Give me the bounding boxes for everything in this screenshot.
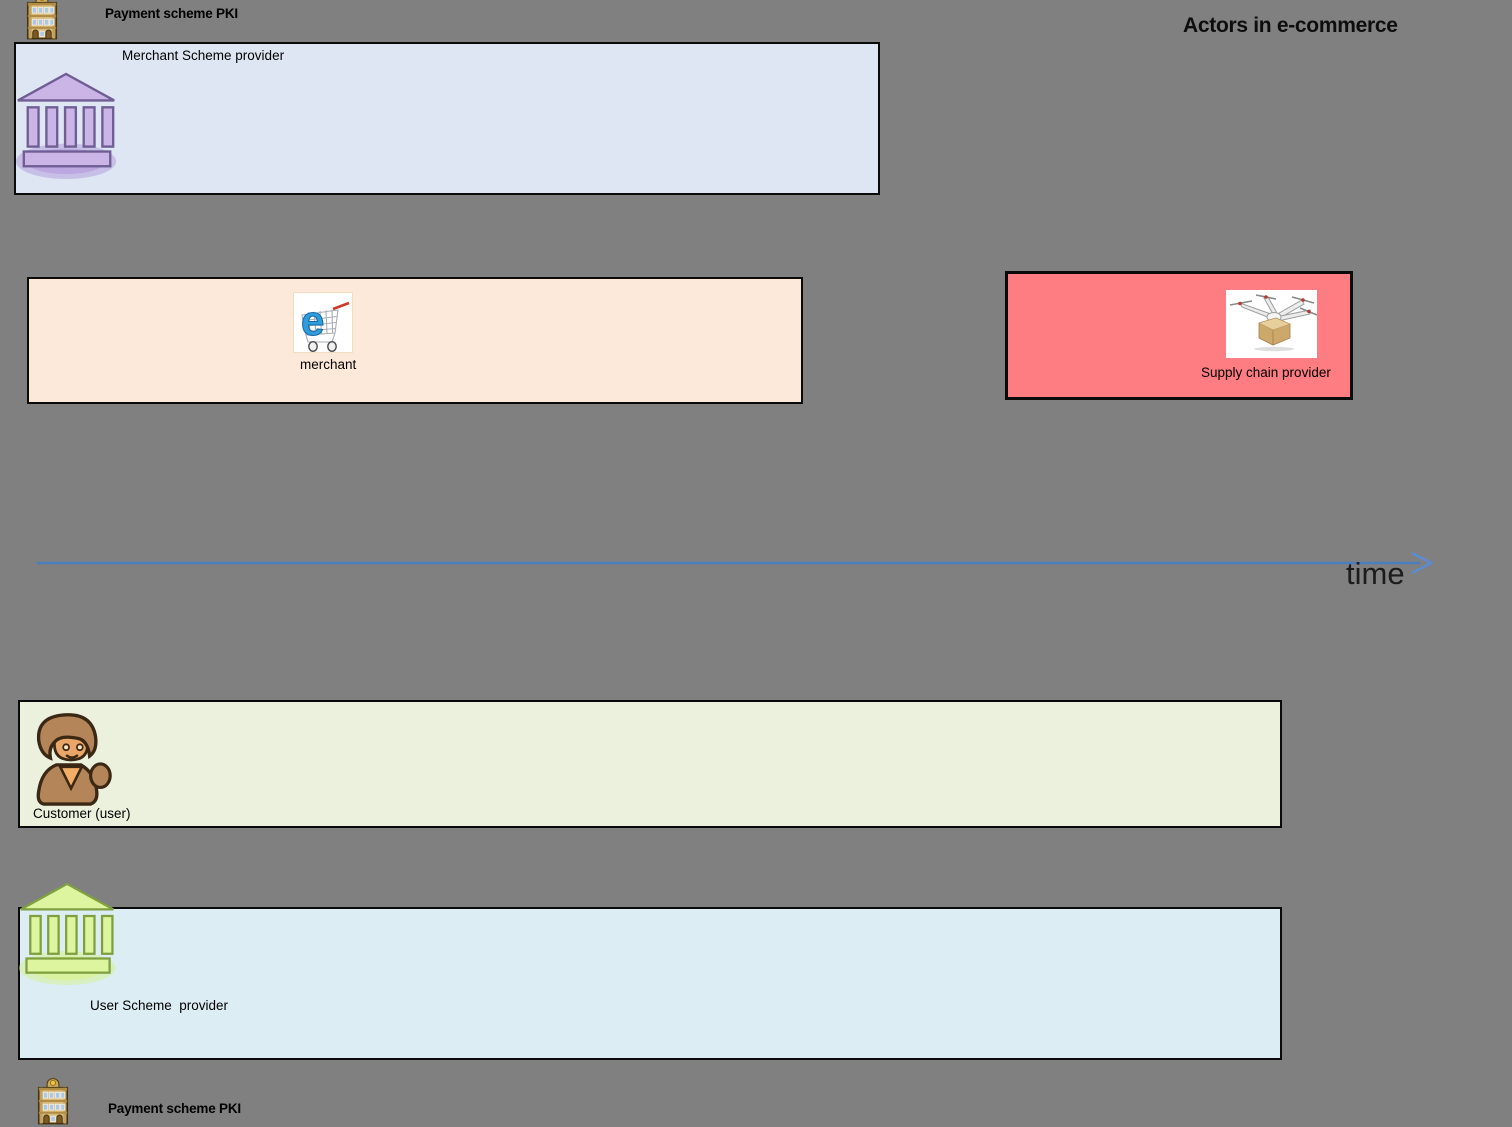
payment-pki-top-label: Payment scheme PKI — [105, 6, 238, 21]
bank-building-icon — [36, 1078, 70, 1125]
customer-label: Customer (user) — [33, 806, 131, 821]
timeline-label: time — [1346, 556, 1405, 591]
merchant-scheme-provider-label: Merchant Scheme provider — [122, 48, 285, 63]
delivery-drone-icon — [1226, 290, 1317, 358]
supply-chain-provider-label: Supply chain provider — [1201, 365, 1331, 380]
merchant-box — [27, 277, 803, 404]
merchant-scheme-provider-box — [14, 42, 880, 195]
customer-box — [18, 700, 1282, 828]
merchant-label: merchant — [300, 357, 357, 372]
user-scheme-provider-label: User Scheme provider — [90, 998, 229, 1013]
diagram-title: Actors in e-commerce — [1183, 14, 1398, 37]
shopping-cart-icon: e — [293, 292, 353, 353]
bank-building-icon — [25, 0, 59, 40]
timeline-arrow — [30, 549, 1440, 579]
svg-text:e: e — [301, 297, 324, 344]
classical-bank-icon-green — [18, 877, 120, 989]
person-icon — [30, 711, 114, 807]
classical-bank-icon-purple — [14, 70, 122, 180]
payment-pki-bottom-label: Payment scheme PKI — [108, 1101, 241, 1116]
user-scheme-provider-box — [18, 907, 1282, 1060]
